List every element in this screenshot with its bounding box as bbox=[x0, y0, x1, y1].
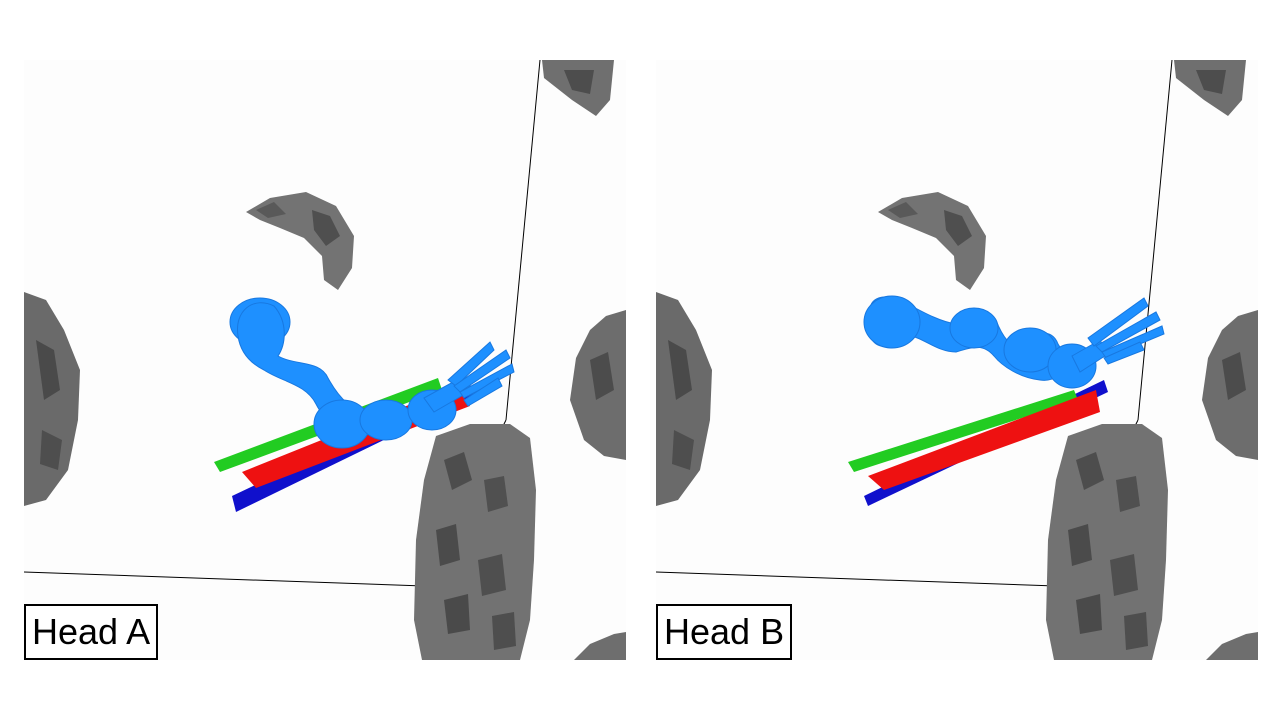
robot-hand bbox=[447, 341, 515, 407]
rock-obstacle bbox=[1202, 310, 1258, 460]
robot-hand bbox=[1087, 297, 1165, 365]
rock-obstacle bbox=[246, 192, 354, 290]
rock-obstacle bbox=[24, 292, 80, 506]
rock-obstacle bbox=[1206, 632, 1258, 660]
robot-arm bbox=[229, 297, 515, 449]
trajectory-sweep bbox=[848, 380, 1108, 506]
rock-obstacle bbox=[1174, 60, 1246, 116]
viewport-head-b: Head B bbox=[656, 60, 1258, 660]
room-edge-vertical bbox=[505, 60, 541, 421]
rock-obstacle bbox=[1046, 424, 1168, 660]
viewport-head-a: Head A bbox=[24, 60, 626, 660]
rock-obstacle bbox=[414, 424, 536, 660]
room-edge-horizontal bbox=[24, 571, 425, 587]
rock-obstacle bbox=[878, 192, 986, 290]
robot-arm bbox=[863, 295, 1165, 389]
panel-label: Head A bbox=[24, 604, 159, 660]
panel-label: Head B bbox=[656, 604, 793, 660]
rock-obstacle bbox=[542, 60, 614, 116]
room-edge-horizontal bbox=[656, 571, 1057, 587]
scene-head-a bbox=[24, 60, 626, 660]
rock-obstacle bbox=[570, 310, 626, 460]
scene-head-b bbox=[656, 60, 1258, 660]
room-edge-vertical bbox=[1137, 60, 1173, 421]
rock-obstacle bbox=[656, 292, 712, 506]
rock-obstacle bbox=[574, 632, 626, 660]
